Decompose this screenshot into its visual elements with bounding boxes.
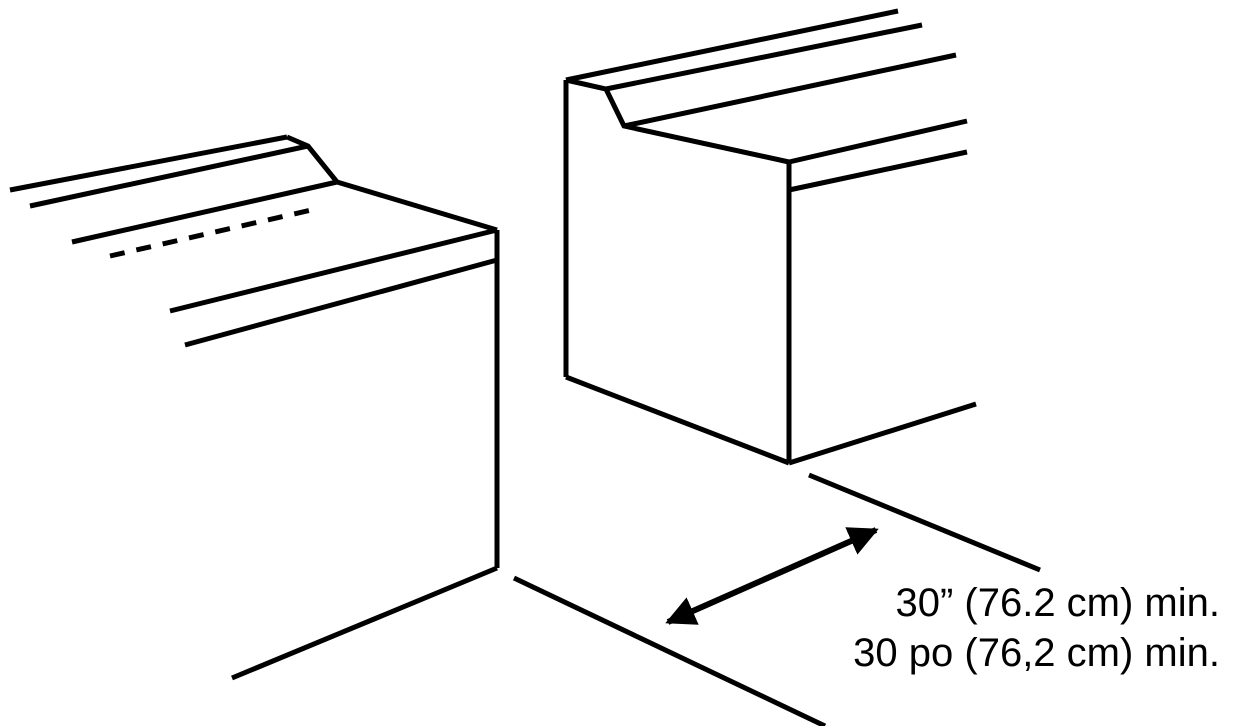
left-front-second-line [184, 257, 498, 348]
left-hidden-line [109, 205, 321, 259]
left-top-inner-line [29, 143, 309, 209]
right-cabinet [563, 8, 1041, 573]
left-cabinet [9, 134, 827, 726]
clearance-label-french: 30 po (76,2 cm) min. [853, 631, 1220, 675]
right-base-side [565, 374, 790, 466]
right-front-top-line [788, 118, 968, 165]
right-top-back-line [565, 8, 899, 83]
right-front-second-line [788, 149, 968, 193]
floor-line-left [512, 575, 827, 726]
right-top-edge [565, 77, 790, 165]
left-base-front [231, 565, 498, 681]
right-top-inner-line [605, 22, 923, 92]
floor-line-right [808, 472, 1041, 573]
clearance-label-imperial: 30” (76.2 cm) min. [895, 581, 1220, 625]
clearance-arrow [665, 527, 879, 625]
left-top-back-line [9, 134, 288, 193]
right-base-front [788, 401, 977, 466]
left-top-edge [286, 134, 498, 233]
right-top-mid-line [623, 52, 957, 129]
left-top-mid-line [71, 179, 338, 245]
left-front-top-line [169, 227, 498, 314]
